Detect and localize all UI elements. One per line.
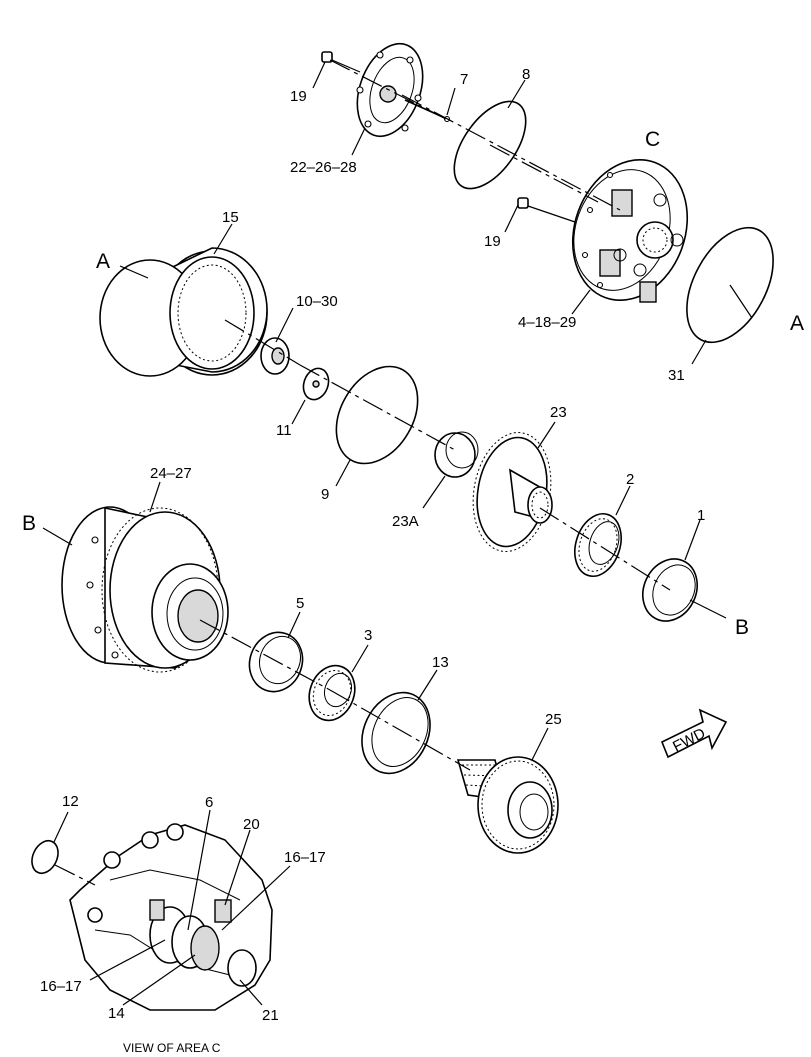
callout-4-18-29: 4–18–29 bbox=[518, 314, 576, 331]
seal-part bbox=[361, 691, 431, 775]
callout-13: 13 bbox=[432, 654, 449, 671]
seal-ring-part bbox=[31, 839, 59, 875]
bolt-part bbox=[517, 197, 576, 223]
callout-23: 23 bbox=[550, 404, 567, 421]
callout-25: 25 bbox=[545, 711, 562, 728]
bearing-cone-part bbox=[574, 513, 622, 577]
o-ring-part bbox=[686, 226, 774, 344]
ring-gear-part bbox=[99, 247, 268, 377]
wheel-hub-part bbox=[61, 506, 229, 673]
sun-gear-part bbox=[472, 432, 553, 552]
bearing-cone-part bbox=[308, 664, 356, 722]
callout-12: 12 bbox=[62, 793, 79, 810]
cover-plate-part bbox=[356, 42, 424, 138]
thrust-washer-part bbox=[260, 337, 290, 375]
callout-1: 1 bbox=[697, 507, 705, 524]
callout-14: 14 bbox=[108, 1005, 125, 1022]
ref-b-right: B bbox=[735, 616, 749, 639]
bolt-part bbox=[321, 51, 361, 73]
leader-lines bbox=[42, 61, 753, 1006]
callout-20: 20 bbox=[243, 816, 260, 833]
ref-a-right: A bbox=[790, 312, 804, 335]
callout-15: 15 bbox=[222, 209, 239, 226]
plate-part bbox=[302, 367, 330, 401]
callout-16-17-left: 16–17 bbox=[40, 978, 82, 995]
callout-22-26-28: 22–26–28 bbox=[290, 159, 357, 176]
callout-24-27: 24–27 bbox=[150, 465, 192, 482]
callout-2: 2 bbox=[626, 471, 634, 488]
bearing-cup-part bbox=[434, 431, 479, 478]
callout-16-17-right: 16–17 bbox=[284, 849, 326, 866]
callout-6: 6 bbox=[205, 794, 213, 811]
callout-8: 8 bbox=[522, 66, 530, 83]
callout-7: 7 bbox=[460, 71, 468, 88]
callout-11: 11 bbox=[276, 422, 292, 439]
callout-31: 31 bbox=[668, 367, 685, 384]
planet-carrier-part bbox=[571, 158, 689, 303]
ref-b-left: B bbox=[22, 512, 36, 535]
bearing-cup-part bbox=[248, 631, 304, 693]
callout-21: 21 bbox=[262, 1007, 279, 1024]
callout-19-top: 19 bbox=[290, 88, 307, 105]
o-ring-part bbox=[335, 365, 419, 465]
callout-3: 3 bbox=[364, 627, 372, 644]
ref-c-top: C bbox=[645, 128, 660, 151]
callout-23a: 23A bbox=[392, 513, 419, 530]
callout-9: 9 bbox=[321, 486, 329, 503]
callout-5: 5 bbox=[296, 595, 304, 612]
axis-lines bbox=[54, 59, 671, 886]
callout-19-mid: 19 bbox=[484, 233, 501, 250]
view-caption: VIEW OF AREA C bbox=[123, 1041, 221, 1055]
callout-10-30: 10–30 bbox=[296, 293, 338, 310]
spindle-part bbox=[456, 756, 559, 854]
ref-a-left: A bbox=[96, 250, 110, 273]
forward-arrow-icon: FWD bbox=[660, 708, 728, 759]
